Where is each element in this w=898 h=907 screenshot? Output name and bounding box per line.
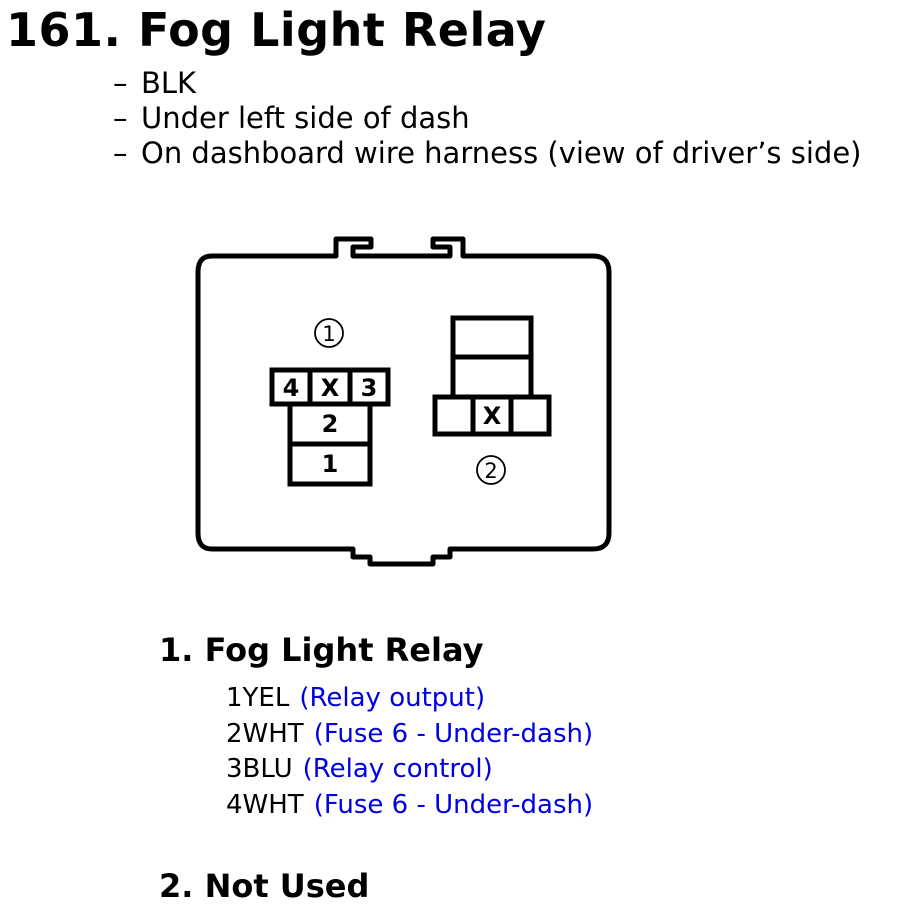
cavity-3-label: 3 [361,374,378,402]
pin-row: 3BLU (Relay control) [226,752,593,788]
connector2-left-cavity [432,394,476,437]
dash-bullet: – [113,66,128,100]
cavity-4-label: 4 [283,374,300,402]
dash-bullet: – [113,101,128,135]
pin-list: 1YEL (Relay output) 2WHT (Fuse 6 - Under-d… [226,681,593,823]
connector2-upper-cavity [450,315,534,360]
connector2-right-cavity [508,394,552,437]
connector2-middle-cavity [450,354,534,400]
connector2-x-label: X [483,402,502,430]
pin-description: (Fuse 6 - Under-dash) [313,718,594,749]
pin-row: 1YEL (Relay output) [226,681,593,717]
note-text: Under left side of dash [141,101,470,135]
cavity-x-label: X [321,374,340,402]
connector1-marker-number: 1 [322,322,335,346]
connector1-heading: 1. Fog Light Relay [159,631,484,669]
connector2-heading: 2. Not Used [159,867,370,905]
pin-description: (Fuse 6 - Under-dash) [313,789,594,820]
pin-description: (Relay control) [302,754,493,784]
pin-description: (Relay output) [299,683,486,713]
location-notes: –BLK –Under left side of dash –On dashbo… [113,66,861,171]
cavity-2-label: 2 [322,410,339,438]
connector2-marker-circle [476,455,506,485]
pin-row: 4WHT (Fuse 6 - Under-dash) [226,788,593,824]
pin-id: 2WHT [226,718,304,749]
connector1-marker-circle [314,318,344,348]
page-title: 161. Fog Light Relay [6,3,547,57]
pin-id: 1YEL [226,683,290,713]
note-text: BLK [141,66,197,100]
pin-id: 3BLU [226,754,293,784]
pin-row: 2WHT (Fuse 6 - Under-dash) [226,717,593,753]
note-color: –BLK [113,66,861,101]
connector-housing [195,236,612,567]
note-harness: –On dashboard wire harness (view of driv… [113,136,861,171]
cavity-1-label: 1 [322,450,339,478]
pin-id: 4WHT [226,789,304,820]
note-text: On dashboard wire harness (view of drive… [141,136,862,170]
cavity-1 [287,441,373,487]
connector2-marker-number: 2 [484,459,497,483]
note-location: –Under left side of dash [113,101,861,136]
dash-bullet: – [113,136,128,170]
